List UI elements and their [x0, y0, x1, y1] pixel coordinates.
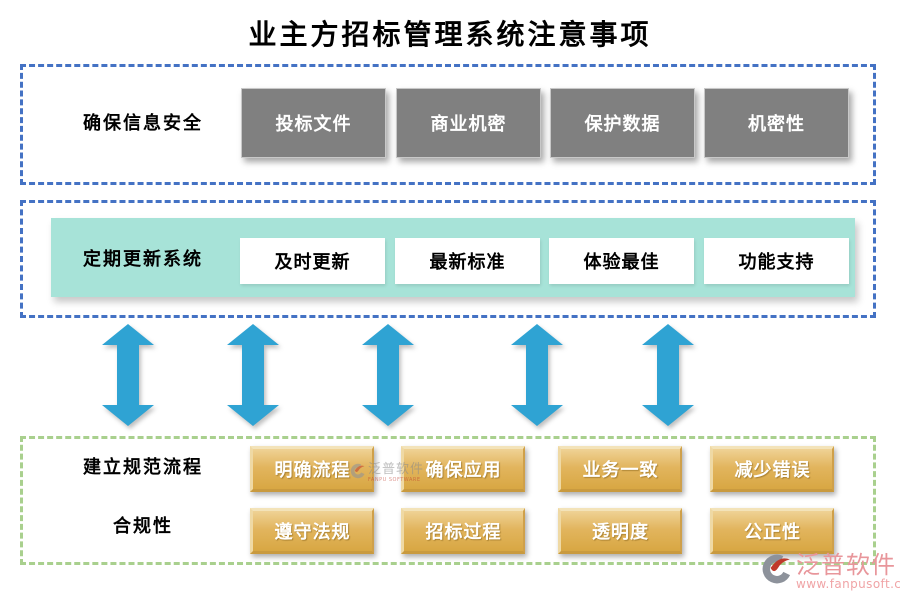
- double-arrow-icon: [642, 324, 694, 426]
- info-box: 机密性: [704, 88, 849, 158]
- update-box: 最新标准: [395, 238, 540, 284]
- section-update-system-label: 定期更新系统: [83, 249, 203, 270]
- vendor-logo-name: 泛普软件: [796, 551, 896, 579]
- info-box: 投标文件: [241, 88, 386, 158]
- process-box: 明确流程: [250, 446, 374, 492]
- info-box: 商业机密: [396, 88, 541, 158]
- section-process: [20, 436, 876, 565]
- section-info-security-label: 确保信息安全: [83, 113, 203, 134]
- compliance-row-label: 合规性: [113, 516, 173, 537]
- update-box: 功能支持: [704, 238, 849, 284]
- double-arrow-icon: [511, 324, 563, 426]
- section-update-system: [20, 200, 876, 318]
- process-box: 减少错误: [710, 446, 834, 492]
- section-info-security: [20, 64, 876, 185]
- vendor-logo-url: www.fanpusoft.com: [796, 577, 900, 591]
- vendor-logo-icon: [762, 554, 792, 584]
- page-title: 业主方招标管理系统注意事项: [248, 18, 652, 51]
- double-arrow-icon: [227, 324, 279, 426]
- process-box: 业务一致: [558, 446, 682, 492]
- double-arrow-icon: [102, 324, 154, 426]
- compliance-box: 公正性: [710, 508, 834, 554]
- vendor-logo: 泛普软件 www.fanpusoft.com: [761, 552, 900, 591]
- process-row-label: 建立规范流程: [83, 457, 203, 478]
- double-arrow-icon: [362, 324, 414, 426]
- update-box: 及时更新: [240, 238, 385, 284]
- info-box: 保护数据: [550, 88, 695, 158]
- update-box: 体验最佳: [549, 238, 694, 284]
- compliance-box: 招标过程: [401, 508, 525, 554]
- process-box: 确保应用: [401, 446, 525, 492]
- compliance-box: 遵守法规: [250, 508, 374, 554]
- compliance-box: 透明度: [558, 508, 682, 554]
